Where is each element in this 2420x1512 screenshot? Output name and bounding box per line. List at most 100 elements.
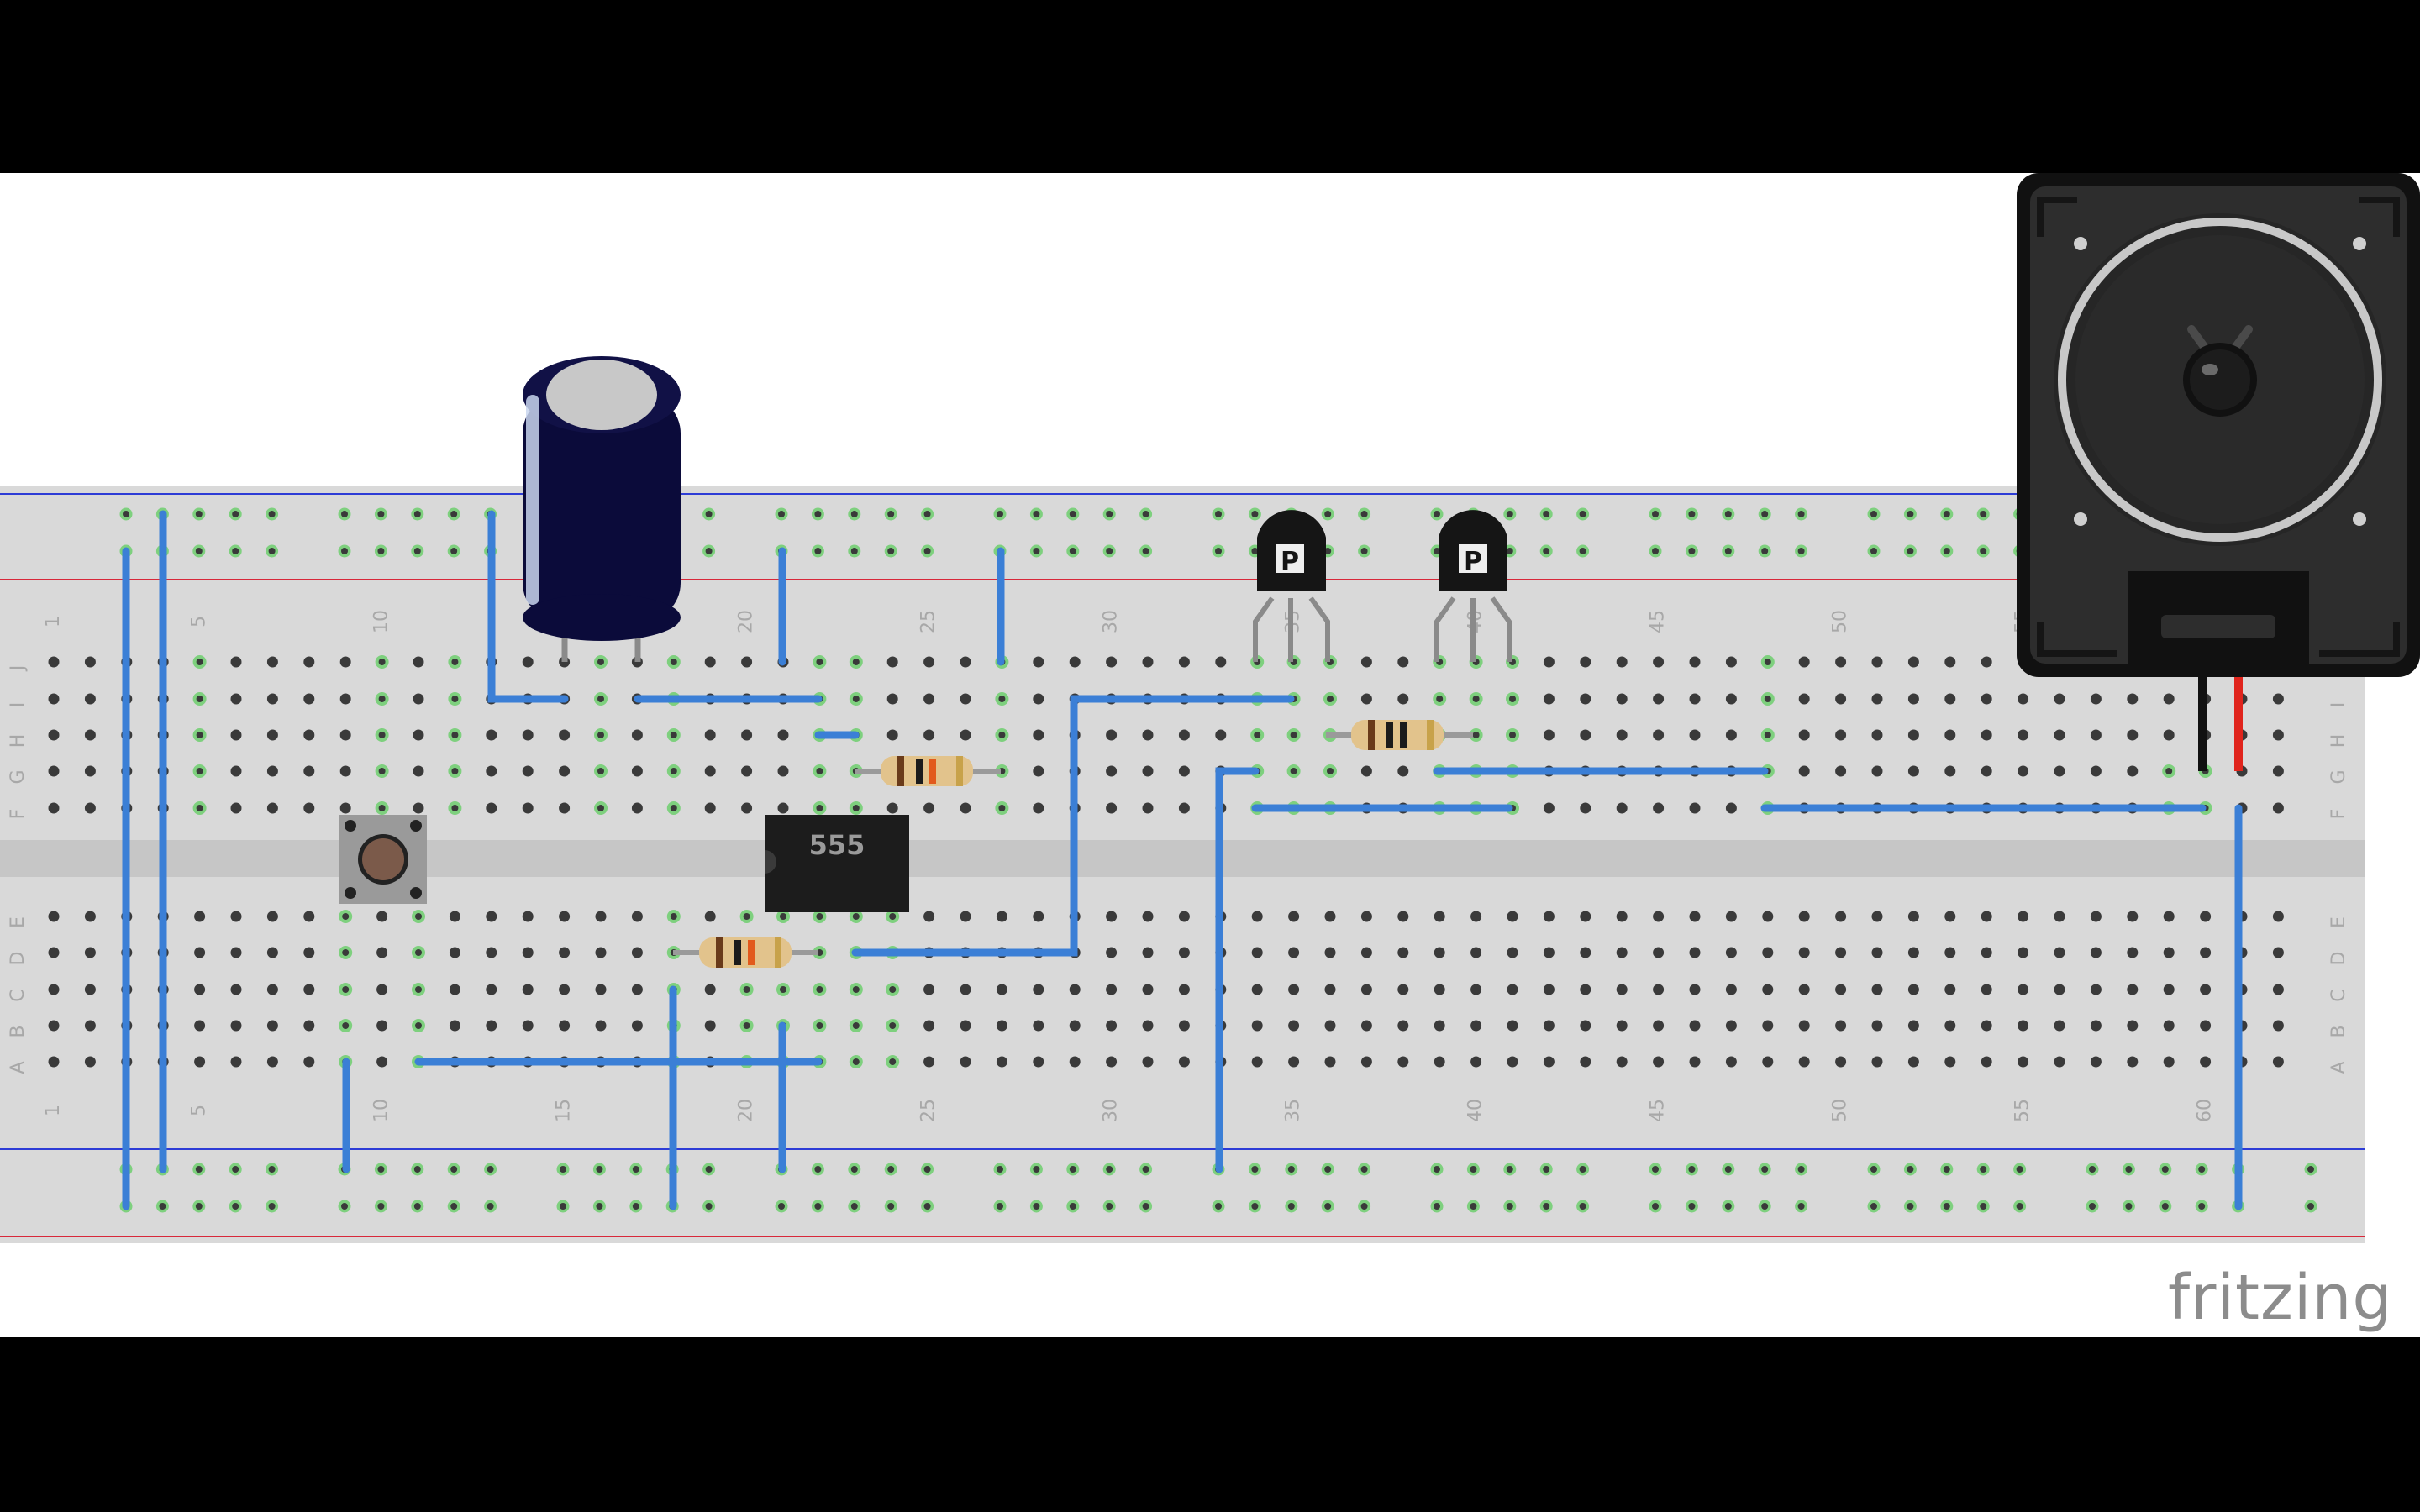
breadboard-hole[interactable] (486, 1020, 497, 1032)
breadboard-hole[interactable] (631, 802, 643, 814)
breadboard-hole[interactable] (1470, 1020, 1482, 1032)
breadboard-hole[interactable] (886, 802, 898, 814)
breadboard-hole[interactable] (2054, 693, 2065, 705)
breadboard-hole[interactable] (1397, 656, 1409, 668)
breadboard-hole[interactable] (449, 1020, 460, 1032)
breadboard-hole[interactable] (266, 984, 278, 995)
breadboard-hole[interactable] (595, 911, 607, 922)
breadboard-hole[interactable] (1178, 1056, 1190, 1068)
breadboard-hole[interactable] (2018, 947, 2029, 958)
breadboard-hole[interactable] (631, 984, 643, 995)
breadboard-hole[interactable] (2272, 693, 2284, 705)
breadboard-hole[interactable] (2127, 1020, 2139, 1032)
breadboard-hole[interactable] (1762, 984, 1774, 995)
breadboard-hole[interactable] (266, 693, 278, 705)
breadboard-hole[interactable] (777, 802, 789, 814)
breadboard-hole[interactable] (2018, 984, 2029, 995)
breadboard-hole[interactable] (1798, 765, 1810, 777)
breadboard-hole[interactable] (1288, 1056, 1300, 1068)
breadboard-hole[interactable] (84, 802, 96, 814)
breadboard-hole[interactable] (960, 729, 971, 741)
breadboard-hole[interactable] (2127, 984, 2139, 995)
breadboard-hole[interactable] (194, 1020, 206, 1032)
breadboard-hole[interactable] (522, 984, 534, 995)
breadboard-hole[interactable] (1871, 984, 1883, 995)
breadboard-hole[interactable] (2054, 911, 2065, 922)
breadboard-hole[interactable] (2163, 693, 2175, 705)
breadboard-hole[interactable] (1215, 656, 1227, 668)
breadboard-hole[interactable] (522, 911, 534, 922)
breadboard-hole[interactable] (2200, 984, 2212, 995)
breadboard-hole[interactable] (1981, 1056, 1992, 1068)
breadboard-hole[interactable] (1835, 656, 1847, 668)
breadboard-hole[interactable] (2090, 729, 2102, 741)
breadboard-hole[interactable] (1434, 911, 1445, 922)
breadboard-hole[interactable] (1835, 984, 1847, 995)
breadboard-hole[interactable] (2163, 1020, 2175, 1032)
breadboard-hole[interactable] (303, 947, 315, 958)
breadboard-hole[interactable] (595, 947, 607, 958)
breadboard-hole[interactable] (1798, 911, 1810, 922)
breadboard-hole[interactable] (522, 1020, 534, 1032)
breadboard-hole[interactable] (1689, 947, 1701, 958)
breadboard-hole[interactable] (923, 656, 935, 668)
breadboard-hole[interactable] (48, 911, 60, 922)
resistor-2[interactable] (673, 937, 818, 968)
breadboard-hole[interactable] (1543, 911, 1555, 922)
breadboard-hole[interactable] (923, 984, 935, 995)
breadboard-hole[interactable] (741, 729, 753, 741)
breadboard-hole[interactable] (559, 947, 571, 958)
breadboard-hole[interactable] (1616, 911, 1628, 922)
breadboard-hole[interactable] (923, 1020, 935, 1032)
breadboard-hole[interactable] (2054, 729, 2065, 741)
breadboard-hole[interactable] (1507, 1056, 1518, 1068)
breadboard-hole[interactable] (2272, 1056, 2284, 1068)
breadboard-hole[interactable] (1907, 1056, 1919, 1068)
breadboard-hole[interactable] (303, 765, 315, 777)
breadboard-hole[interactable] (194, 1056, 206, 1068)
breadboard-hole[interactable] (960, 802, 971, 814)
breadboard-hole[interactable] (1689, 1056, 1701, 1068)
breadboard-hole[interactable] (1543, 693, 1555, 705)
breadboard-hole[interactable] (1251, 1020, 1263, 1032)
breadboard-hole[interactable] (1142, 1020, 1154, 1032)
breadboard-hole[interactable] (2090, 984, 2102, 995)
breadboard-hole[interactable] (84, 1020, 96, 1032)
breadboard-hole[interactable] (1798, 693, 1810, 705)
breadboard-hole[interactable] (1944, 911, 1956, 922)
breadboard-hole[interactable] (2018, 729, 2029, 741)
pnp-transistor-2[interactable]: P (1434, 510, 1512, 662)
wire[interactable] (487, 510, 569, 703)
breadboard-hole[interactable] (1215, 729, 1227, 741)
breadboard-hole[interactable] (960, 1020, 971, 1032)
breadboard-hole[interactable] (2018, 911, 2029, 922)
breadboard-hole[interactable] (1106, 729, 1118, 741)
breadboard-hole[interactable] (1689, 802, 1701, 814)
breadboard-hole[interactable] (1178, 729, 1190, 741)
breadboard-hole[interactable] (84, 947, 96, 958)
breadboard-hole[interactable] (1106, 984, 1118, 995)
breadboard-hole[interactable] (1033, 656, 1044, 668)
breadboard-hole[interactable] (2090, 1020, 2102, 1032)
breadboard-hole[interactable] (1106, 911, 1118, 922)
breadboard-hole[interactable] (2272, 729, 2284, 741)
breadboard-hole[interactable] (1725, 1020, 1737, 1032)
breadboard-hole[interactable] (1033, 984, 1044, 995)
breadboard-hole[interactable] (194, 984, 206, 995)
breadboard-hole[interactable] (1397, 911, 1409, 922)
breadboard-hole[interactable] (303, 693, 315, 705)
breadboard-hole[interactable] (84, 656, 96, 668)
breadboard-hole[interactable] (704, 656, 716, 668)
breadboard-hole[interactable] (84, 729, 96, 741)
breadboard-hole[interactable] (2054, 947, 2065, 958)
breadboard-hole[interactable] (559, 765, 571, 777)
breadboard-hole[interactable] (1580, 802, 1591, 814)
breadboard-hole[interactable] (1616, 656, 1628, 668)
breadboard-hole[interactable] (84, 765, 96, 777)
breadboard-hole[interactable] (2272, 984, 2284, 995)
breadboard-hole[interactable] (486, 947, 497, 958)
breadboard-hole[interactable] (1178, 911, 1190, 922)
breadboard-hole[interactable] (996, 1020, 1007, 1032)
breadboard-hole[interactable] (996, 1056, 1007, 1068)
breadboard-hole[interactable] (1835, 1056, 1847, 1068)
